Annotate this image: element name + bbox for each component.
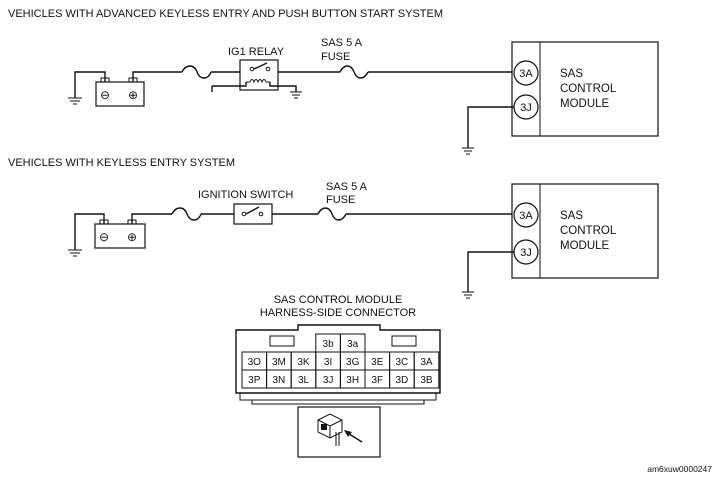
ig1-relay [211, 59, 302, 99]
connector-pin-label: 3N [273, 375, 286, 386]
top-module-line-1: SAS [560, 68, 583, 80]
connector-pin-label: 3H [346, 375, 359, 386]
bottom-module-line-2: CONTROL [560, 225, 617, 237]
top-battery: ⊖ ⊕ [95, 77, 145, 107]
connector-pin-label: 3K [297, 357, 310, 368]
top-module-line-2: CONTROL [560, 83, 617, 95]
connector-pin-label: 3b [323, 339, 335, 350]
bottom-battery-minus: ⊖ [99, 230, 109, 244]
connector-title-line-1: SAS CONTROL MODULE [274, 294, 403, 306]
bottom-module-line-3: MODULE [560, 240, 610, 252]
connector-pin-label: 3O [248, 357, 262, 368]
bottom-pin-3a: 3A [519, 210, 533, 222]
bottom-battery: ⊖ ⊕ [94, 219, 146, 249]
connector-top-row: 3b 3a [315, 333, 366, 353]
top-circuit-heading: VEHICLES WITH ADVANCED KEYLESS ENTRY AND… [8, 8, 443, 20]
bottom-sas-fuse-label-2: FUSE [326, 194, 355, 206]
bottom-fuse-main [171, 207, 202, 221]
bottom-sas-fuse [317, 207, 347, 221]
top-sas-fuse [339, 65, 369, 79]
top-sas-fuse-label-2: FUSE [321, 51, 350, 63]
connector-pin-label: 3J [323, 375, 334, 386]
top-ground-wire [467, 106, 514, 148]
top-battery-minus: ⊖ [100, 88, 110, 102]
connector-pin-label: 3G [346, 357, 360, 368]
bottom-sas-control-module: 3A 3J SAS CONTROL MODULE [511, 183, 659, 279]
connector-pin-label: 3F [371, 375, 383, 386]
top-fuse-main [181, 65, 212, 79]
connector-pin-label: 3A [420, 357, 433, 368]
top-pin-3j: 3J [520, 102, 532, 114]
connector-pin-label: 3E [371, 357, 384, 368]
connector-pin-label: 3L [298, 375, 310, 386]
bottom-battery-plus: ⊕ [127, 230, 137, 244]
connector-pin-label: 3D [396, 375, 409, 386]
bottom-pin-3j: 3J [520, 247, 532, 259]
connector-pin-label: 3P [248, 375, 261, 386]
top-battery-ground [68, 71, 106, 105]
connector-pin-label: 3B [420, 375, 433, 386]
connector-title-line-2: HARNESS-SIDE CONNECTOR [260, 307, 416, 319]
connector-pin-label: 3a [347, 339, 359, 350]
top-sas-fuse-label-1: SAS 5 A [321, 37, 363, 49]
ignition-switch-label: IGNITION SWITCH [198, 189, 293, 201]
bottom-sas-fuse-label-1: SAS 5 A [326, 181, 368, 193]
connector-cell [413, 369, 440, 389]
connector-pin-label: 3C [396, 357, 409, 368]
figure-code: am6xuw0000247 [647, 464, 712, 474]
top-battery-plus: ⊕ [128, 88, 138, 102]
connector-row-1: 3O 3M 3K 3I 3G 3E 3C 3A [241, 351, 440, 371]
bottom-battery-ground [68, 213, 105, 257]
harness-side-connector: 3b 3a 3O 3M 3K 3I 3G 3E 3C 3A 3P 3N 3L 3J 3H 3F 3D 3B [235, 324, 441, 405]
connector-pin-label: 3I [324, 357, 332, 368]
ig1-relay-label: IG1 RELAY [228, 46, 285, 58]
top-module-line-3: MODULE [560, 98, 610, 110]
bottom-circuit-heading: VEHICLES WITH KEYLESS ENTRY SYSTEM [8, 157, 235, 169]
ignition-switch [233, 203, 273, 225]
connector-row-2: 3P 3N 3L 3J 3H 3F 3D 3B [241, 369, 440, 389]
bottom-ground-wire [467, 251, 514, 292]
top-pin-3a: 3A [519, 68, 533, 80]
connector-pin-label: 3M [272, 357, 286, 368]
connector-view-inset [297, 406, 381, 458]
bottom-module-line-1: SAS [560, 210, 583, 222]
top-sas-control-module: 3A 3J SAS CONTROL MODULE [511, 41, 659, 137]
